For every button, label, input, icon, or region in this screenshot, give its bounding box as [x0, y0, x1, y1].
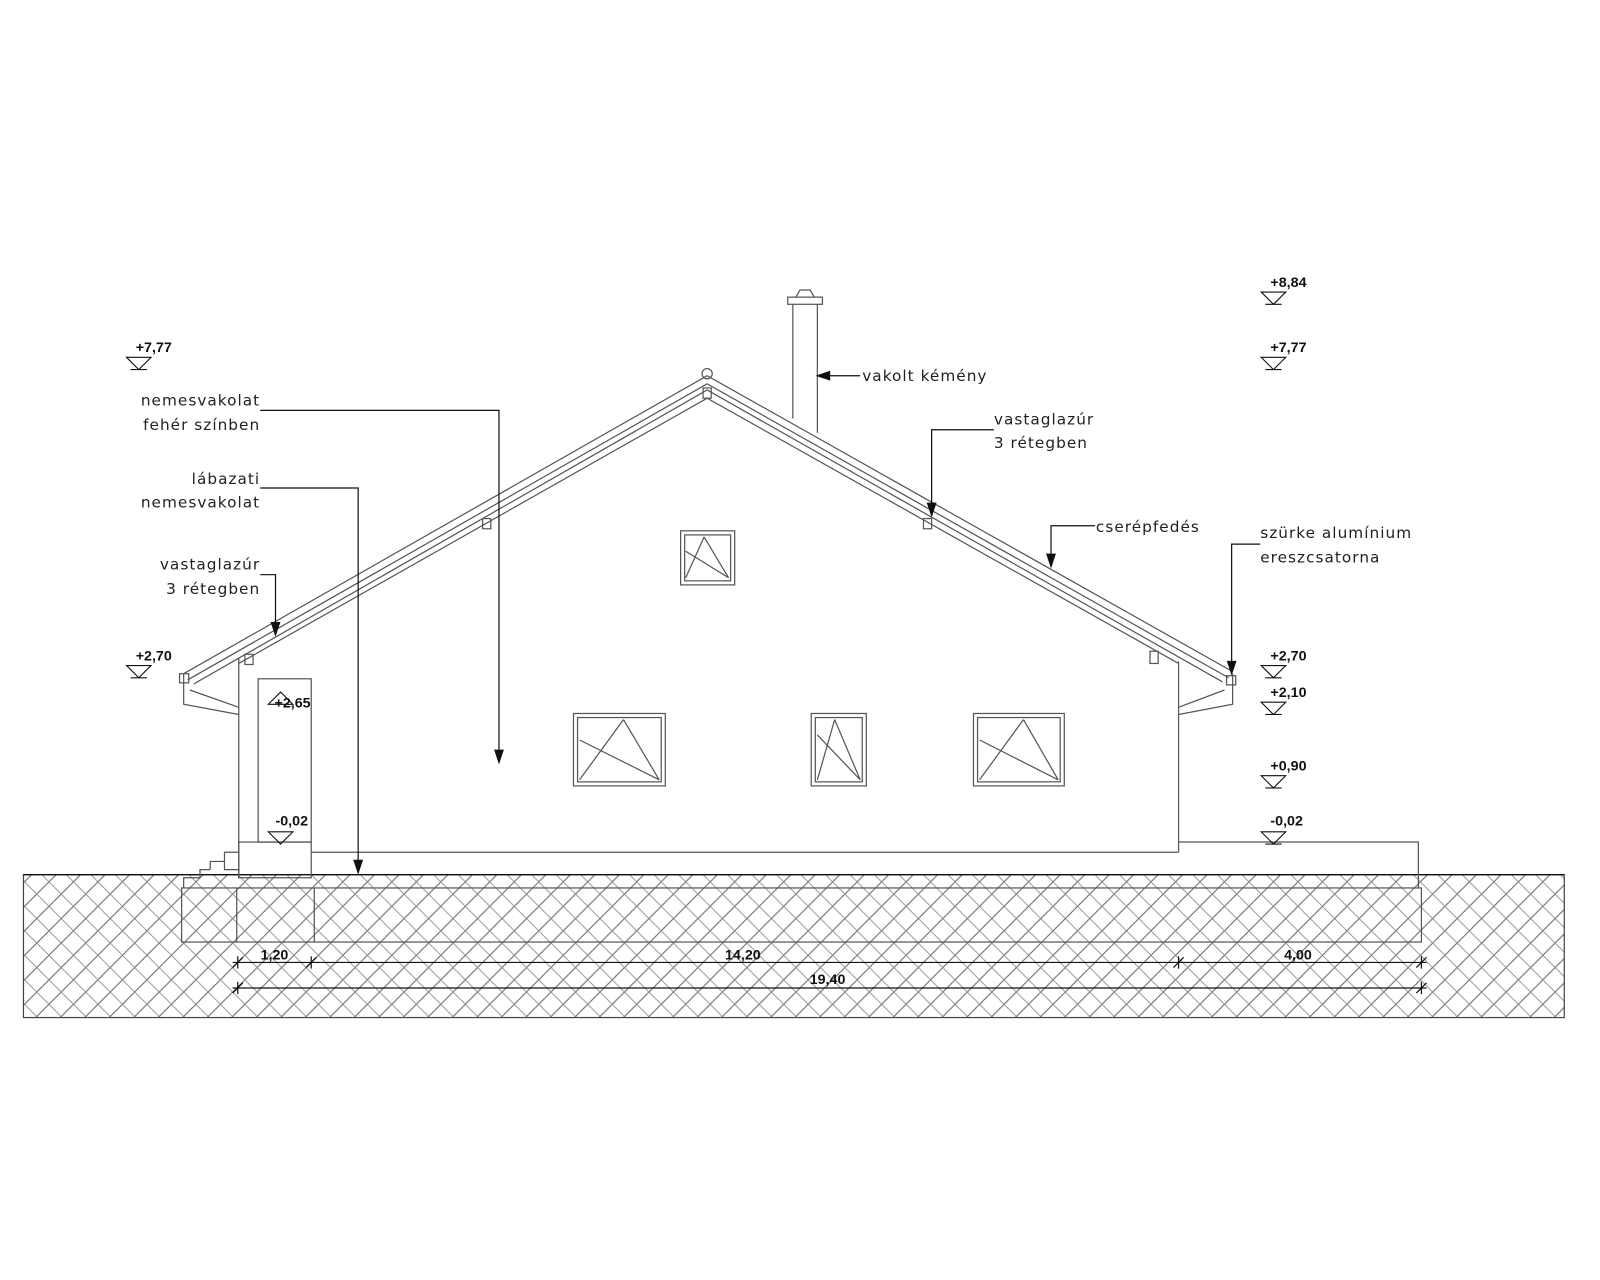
- ground-section: [22, 873, 1565, 1019]
- foundation-strip: [181, 887, 1423, 943]
- dimension-lines: [232, 956, 1427, 995]
- level-porch-top: +2,65: [274, 695, 310, 711]
- level-sill: +0,90: [1270, 759, 1306, 775]
- house-walls: [183, 658, 1419, 888]
- label-gutter-type: ereszcsatorna: [1260, 548, 1380, 566]
- roof: [178, 367, 1237, 716]
- porch-step-block: [238, 841, 312, 879]
- dimension-terrace: 4,00: [1284, 947, 1312, 963]
- level-eave: +2,70: [1270, 648, 1306, 664]
- dimension-total: 19,40: [810, 972, 846, 988]
- label-glaze-right-layers: 3 rétegben: [994, 434, 1088, 452]
- right-eave-soffit: [1178, 673, 1234, 716]
- level-ridge: +7,77: [1270, 340, 1306, 356]
- dimension-porch: 1,20: [261, 947, 289, 963]
- label-glaze-left-layers: 3 rétegben: [166, 580, 260, 598]
- label-plinth-render: nemesvakolat: [141, 493, 260, 511]
- level-chimney-top: +8,84: [1270, 275, 1306, 291]
- window-middle: [810, 712, 867, 787]
- level-floor: -0,02: [1270, 814, 1303, 830]
- label-plinth: lábazati: [192, 470, 261, 488]
- level-marker-symbols: [125, 291, 1288, 845]
- label-gutter: szürke alumínium: [1260, 524, 1412, 542]
- stairs: [183, 851, 239, 888]
- annotation-leaders: [260, 370, 1261, 875]
- label-chimney: vakolt kémény: [862, 367, 987, 385]
- level-left-eave: +2,70: [136, 648, 172, 664]
- ridge-tile: [701, 367, 713, 380]
- label-glaze-right: vastaglazúr: [994, 411, 1094, 429]
- level-porch-floor: -0,02: [276, 814, 309, 830]
- label-facade-render-color: fehér színben: [143, 416, 260, 434]
- left-eave-soffit: [183, 673, 239, 716]
- label-glaze-left: vastaglazúr: [160, 556, 260, 574]
- label-facade-render: nemesvakolat: [141, 391, 260, 409]
- gutter-left: [178, 673, 190, 684]
- terrace-slab: [1178, 841, 1419, 888]
- window-gable: [680, 530, 736, 586]
- label-roofing: cserépfedés: [1096, 518, 1200, 536]
- dimension-house: 14,20: [725, 947, 761, 963]
- window-right: [972, 712, 1065, 787]
- window-left: [572, 712, 666, 787]
- level-left-top: +7,77: [136, 340, 172, 356]
- gutter-right: [1225, 675, 1237, 686]
- chimney: [787, 289, 824, 433]
- level-window-top: +2,10: [1270, 685, 1306, 701]
